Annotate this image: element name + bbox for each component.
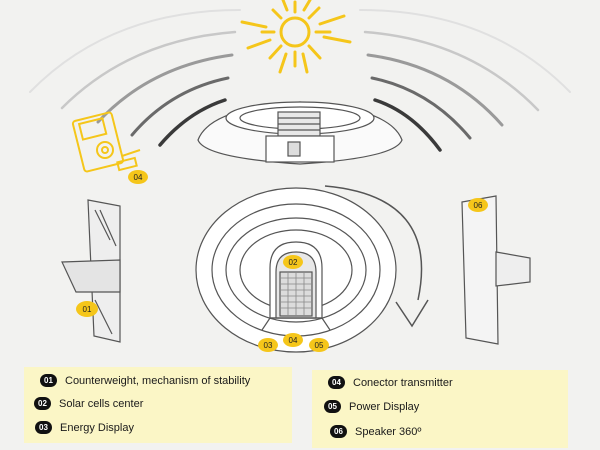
rotation-arrow [324,185,429,328]
legend-item-06: 06 Speaker 360º [330,425,421,438]
svg-text:04: 04 [134,173,143,182]
legend-text: Power Display [349,400,420,413]
device-bottom-view [195,187,397,353]
legend-text: Conector transmitter [353,376,453,389]
callout-05: 05 [309,338,329,352]
legend-number: 05 [324,400,341,413]
sound-waves-right [359,9,571,152]
device-left-profile [61,199,121,343]
svg-text:05: 05 [315,341,324,350]
callout-06: 06 [468,198,488,212]
legend-number: 03 [35,421,52,434]
legend-number: 04 [328,376,345,389]
legend-item-05: 05 Power Display [324,400,419,413]
callout-04-bottom: 04 [283,333,303,347]
legend-item-04: 04 Conector transmitter [328,376,453,389]
svg-text:01: 01 [83,305,92,314]
legend-number: 02 [34,397,51,410]
legend-item-02: 02 Solar cells center [34,397,143,410]
legend-number: 01 [40,374,57,387]
callout-04-player: 04 [128,170,148,184]
legend-left: 01 Counterweight, mechanism of stability… [24,367,292,443]
legend-right: 04 Conector transmitter 05 Power Display… [312,370,568,448]
legend-text: Speaker 360º [355,425,422,438]
legend-text: Solar cells center [59,397,144,410]
mp3-player-icon [71,111,141,173]
legend-text: Energy Display [60,421,134,434]
svg-text:03: 03 [264,341,273,350]
svg-text:06: 06 [474,201,483,210]
svg-text:02: 02 [289,258,298,267]
legend-item-01: 01 Counterweight, mechanism of stability [40,374,250,387]
callout-03: 03 [258,338,278,352]
legend-item-03: 03 Energy Display [35,421,134,434]
device-right-profile [461,195,531,345]
legend-text: Counterweight, mechanism of stability [65,374,251,387]
device-top-view [197,101,403,165]
sound-waves-left [29,9,241,147]
svg-text:04: 04 [289,336,298,345]
legend-number: 06 [330,425,347,438]
callout-02: 02 [283,255,303,269]
callout-01: 01 [76,301,98,317]
sun-icon [240,0,352,74]
